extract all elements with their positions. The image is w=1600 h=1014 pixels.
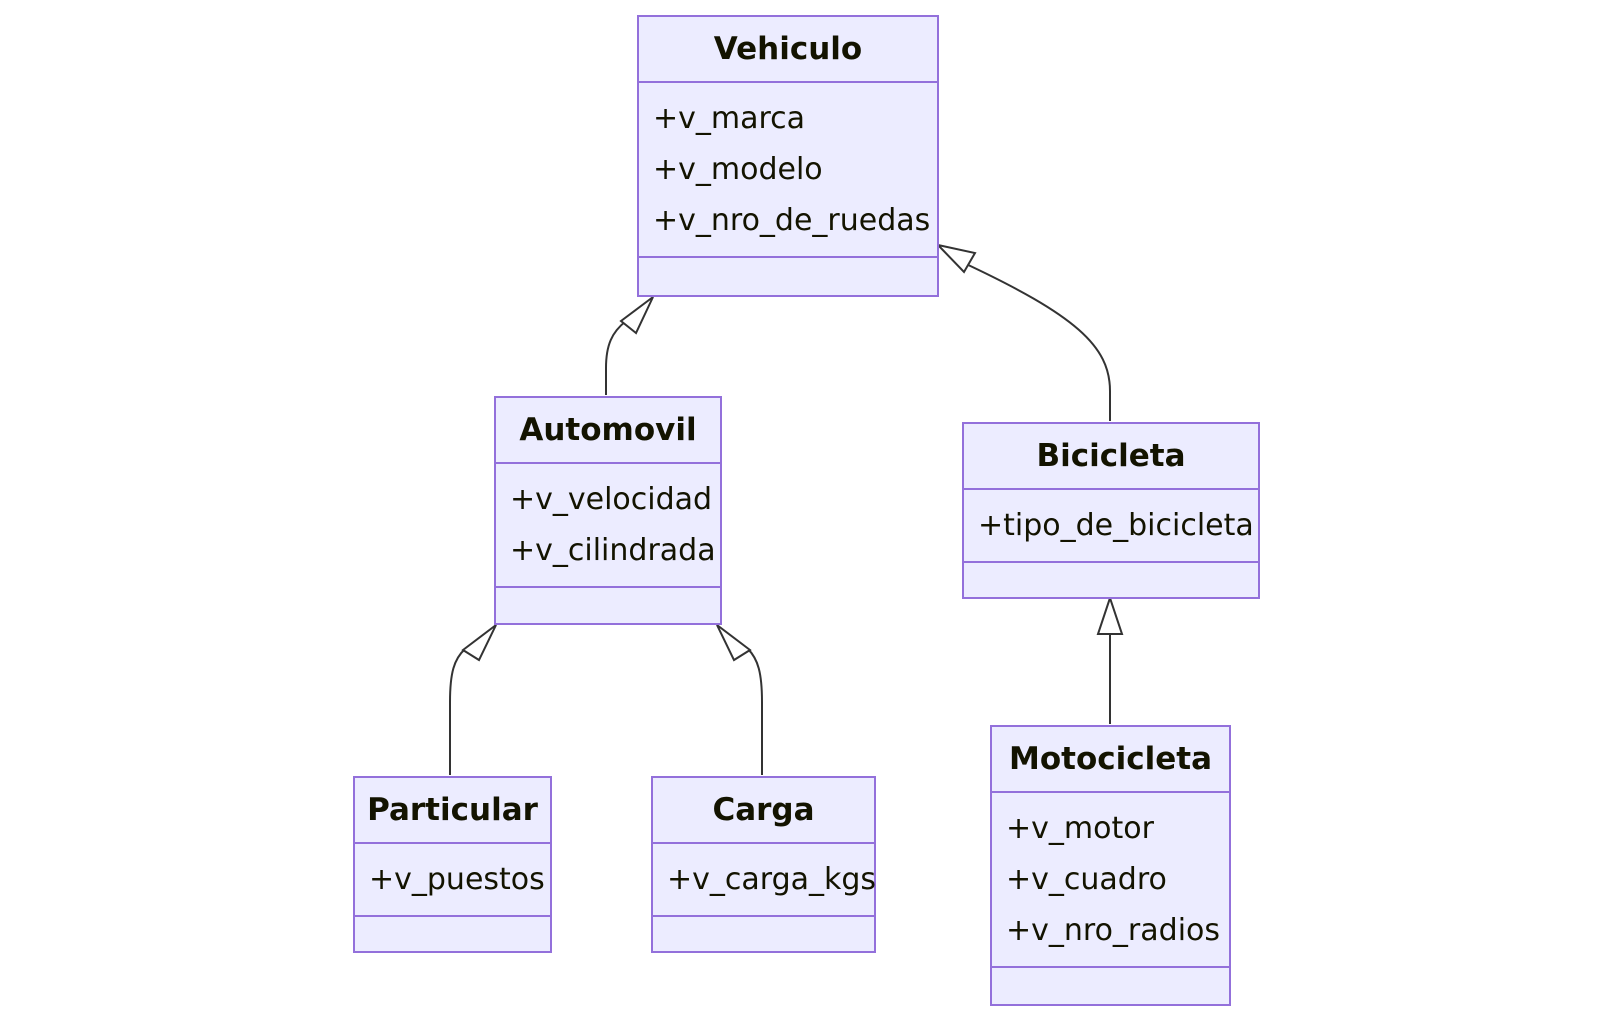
attribute: +v_cuadro (1006, 862, 1167, 897)
class-methods (653, 917, 874, 936)
inheritance-arrowhead (461, 624, 497, 662)
inheritance-arrowhead (1096, 594, 1124, 635)
attribute: +v_nro_de_ruedas (653, 203, 931, 238)
class-attributes: +v_puestos (355, 844, 550, 917)
attribute: +v_velocidad (510, 482, 713, 517)
edge-bicicleta-vehiculo (935, 243, 1111, 421)
edge-motocicleta-bicicleta (1096, 594, 1124, 724)
class-methods (964, 563, 1258, 582)
attribute: +tipo_de_bicicleta (978, 508, 1254, 543)
class-vehiculo[interactable]: Vehiculo +v_marca +v_modelo +v_nro_de_ru… (637, 15, 939, 297)
class-methods (496, 588, 720, 607)
attribute: +v_nro_radios (1006, 913, 1221, 948)
class-methods (355, 917, 550, 936)
class-name: Bicicleta (964, 424, 1258, 490)
class-methods (639, 258, 937, 277)
edge-line (963, 262, 1111, 421)
class-name: Motocicleta (992, 727, 1229, 793)
attribute: +v_cilindrada (510, 533, 716, 568)
edge-line (747, 648, 763, 775)
class-carga[interactable]: Carga +v_carga_kgs (651, 776, 876, 953)
attribute: +v_motor (1006, 811, 1154, 846)
inheritance-arrowhead (716, 624, 752, 662)
edge-line (449, 648, 466, 775)
class-motocicleta[interactable]: Motocicleta +v_motor +v_cuadro +v_nro_ra… (990, 725, 1231, 1006)
edge-automovil-vehiculo (605, 296, 654, 395)
class-name: Carga (653, 778, 874, 844)
class-name: Vehiculo (639, 17, 937, 83)
attribute: +v_carga_kgs (667, 862, 877, 897)
edge-particular-automovil (449, 624, 497, 775)
attribute: +v_puestos (369, 862, 545, 897)
attribute: +v_marca (653, 101, 806, 136)
edge-carga-automovil (716, 624, 763, 775)
class-name: Particular (355, 778, 550, 844)
class-attributes: +v_motor +v_cuadro +v_nro_radios (992, 793, 1229, 968)
class-attributes: +tipo_de_bicicleta (964, 490, 1258, 563)
inheritance-arrowhead (935, 243, 977, 274)
inheritance-arrowhead (619, 296, 654, 335)
class-name: Automovil (496, 398, 720, 464)
edge-line (605, 320, 627, 395)
class-bicicleta[interactable]: Bicicleta +tipo_de_bicicleta (962, 422, 1260, 599)
class-attributes: +v_velocidad +v_cilindrada (496, 464, 720, 588)
class-attributes: +v_carga_kgs (653, 844, 877, 917)
attribute: +v_modelo (653, 152, 823, 187)
class-automovil[interactable]: Automovil +v_velocidad +v_cilindrada (494, 396, 722, 625)
class-methods (992, 968, 1229, 987)
class-attributes: +v_marca +v_modelo +v_nro_de_ruedas (639, 83, 937, 258)
class-particular[interactable]: Particular +v_puestos (353, 776, 552, 953)
